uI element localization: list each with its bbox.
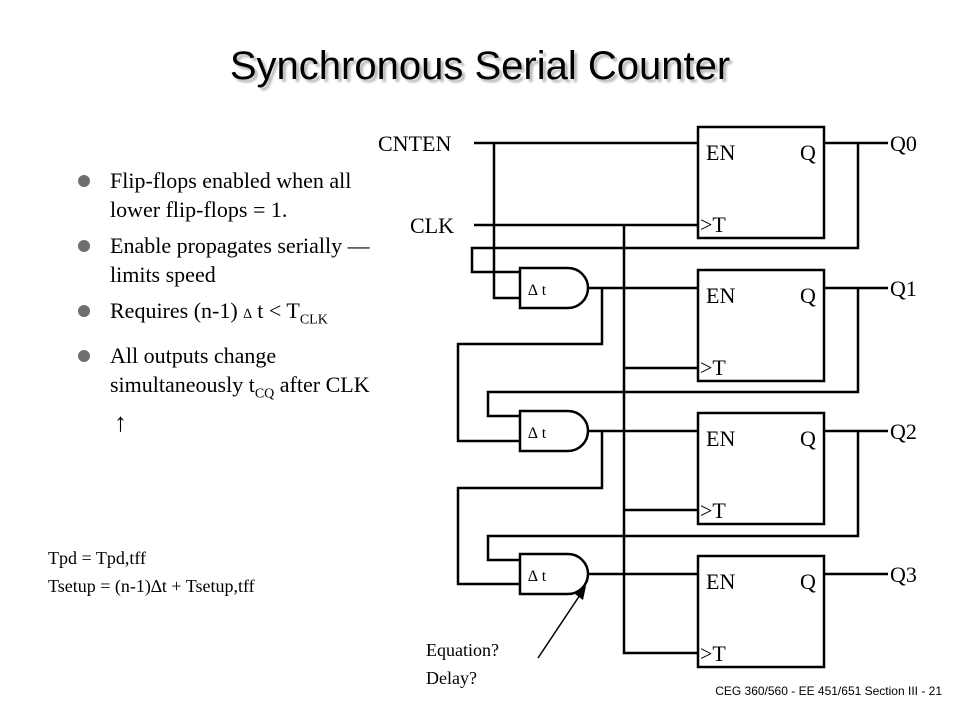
ff1-clk-label: >T xyxy=(700,355,726,380)
slide-footer: CEG 360/560 - EE 451/651 Section III - 2… xyxy=(715,684,942,698)
gate3-delay-label: ∆ t xyxy=(528,568,547,585)
flipflop-0-box xyxy=(696,125,826,240)
ff2-q-label: Q xyxy=(800,426,816,451)
ff1-q-label: Q xyxy=(800,283,816,308)
wire-q0-feedback xyxy=(470,143,860,274)
ff3-q-label: Q xyxy=(800,569,816,594)
bullet-dot-icon xyxy=(78,175,90,187)
bullet-item: Flip-flops enabled when all lower flip-f… xyxy=(76,166,376,224)
slide-title: Synchronous Serial Counter xyxy=(229,44,731,88)
bullet-item: All outputs change simultaneously tCQ af… xyxy=(76,341,376,437)
output-q1-label: Q1 xyxy=(890,276,917,301)
ff2-clk-label: >T xyxy=(700,498,726,523)
wire-gate1-gate2 xyxy=(456,288,604,443)
bullet-text: t < T xyxy=(251,298,300,323)
bullet-item: Enable propagates serially — limits spee… xyxy=(76,231,376,289)
ff1-en-label: EN xyxy=(706,283,735,308)
gate2-delay-label: ∆ t xyxy=(528,425,547,442)
and-gate-2 xyxy=(518,409,590,453)
and-gate-1 xyxy=(518,266,590,310)
flipflop-2-box xyxy=(696,411,826,526)
rising-edge-arrow-icon: ↑ xyxy=(114,407,127,437)
wire-cnten-gate1 xyxy=(492,143,520,300)
bullet-list: Flip-flops enabled when all lower flip-f… xyxy=(76,166,376,445)
annotation-arrow-line xyxy=(537,591,583,659)
and-gate-3 xyxy=(518,552,590,596)
output-q0-label: Q0 xyxy=(890,131,917,156)
wire-q2-feedback xyxy=(486,431,860,562)
ff3-clk-label: >T xyxy=(700,641,726,666)
bullet-text: Flip-flops enabled when all lower flip-f… xyxy=(110,168,352,222)
subscript: CQ xyxy=(254,386,275,402)
label-clk: CLK xyxy=(410,213,454,238)
bullet-dot-icon xyxy=(78,240,90,252)
annotation-equation: Equation? xyxy=(426,640,499,660)
ff3-en-label: EN xyxy=(706,569,735,594)
delta-symbol: ∆ xyxy=(243,307,252,322)
subscript: CLK xyxy=(299,312,328,328)
formula-tpd: Tpd = Tpd,tff xyxy=(48,548,146,568)
output-q2-label: Q2 xyxy=(890,419,917,444)
annotation-arrow-head-icon xyxy=(575,586,586,600)
flipflop-3-box xyxy=(696,554,826,669)
bullet-item: Requires (n-1) ∆ t < TCLK xyxy=(76,296,376,334)
ff0-clk-label: >T xyxy=(700,212,726,237)
ff0-en-label: EN xyxy=(706,140,735,165)
wire-gate2-gate3 xyxy=(456,431,604,586)
bullet-text: Enable propagates serially — limits spee… xyxy=(110,233,370,287)
bullet-text: Requires (n-1) xyxy=(110,298,244,323)
ff0-q-label: Q xyxy=(800,140,816,165)
output-q3-label: Q3 xyxy=(890,562,917,587)
formula-tsetup: Tsetup = (n-1)∆t + Tsetup,tff xyxy=(48,576,255,596)
bullet-text: after CLK xyxy=(274,372,370,398)
wire-q1-feedback xyxy=(486,288,860,418)
flipflop-1-box xyxy=(696,268,826,383)
annotation-delay: Delay? xyxy=(426,668,477,688)
bullet-text: All outputs change simultaneously t xyxy=(110,343,277,398)
bullet-dot-icon xyxy=(78,350,90,363)
ff2-en-label: EN xyxy=(706,426,735,451)
label-cnten: CNTEN xyxy=(378,131,451,156)
gate1-delay-label: ∆ t xyxy=(528,282,547,299)
bullet-dot-icon xyxy=(78,305,90,317)
